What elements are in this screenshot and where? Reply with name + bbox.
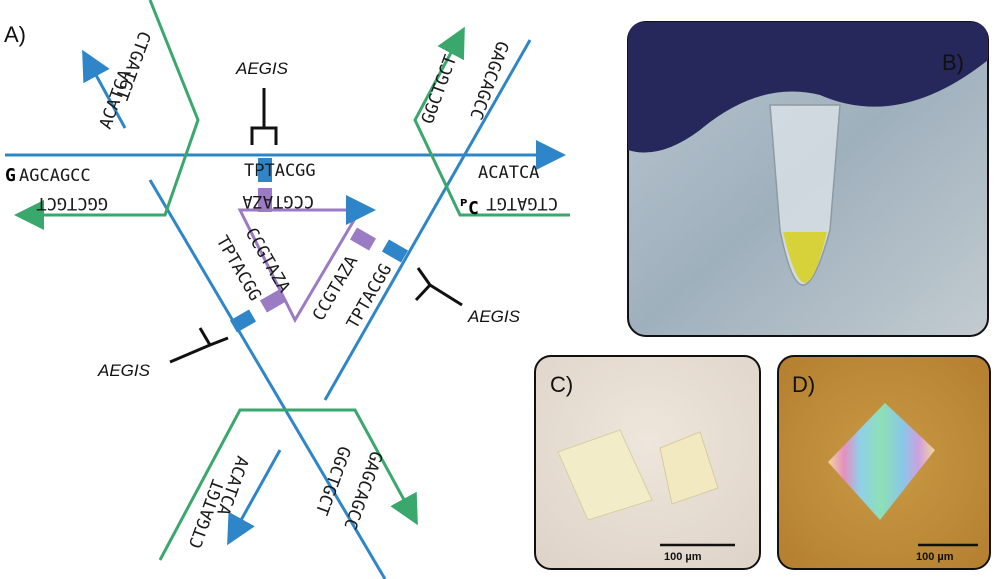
strand-right-green bbox=[413, 26, 570, 217]
seq-ul-2: CTGATGT bbox=[111, 28, 154, 102]
seq-top-left-g: G bbox=[5, 165, 16, 186]
strand-bl-blue bbox=[227, 449, 282, 546]
strand-right-blue bbox=[323, 39, 532, 401]
aegis-label-left: AEGIS bbox=[97, 361, 151, 380]
seq-ur-1: GGCTGCT bbox=[418, 53, 461, 127]
panel-d-photo bbox=[777, 355, 991, 570]
strand-ul-blue bbox=[82, 49, 127, 129]
crystal-2 bbox=[659, 431, 719, 505]
aegis-box-z-left bbox=[259, 289, 287, 313]
aegis-label-top: AEGIS bbox=[235, 59, 289, 78]
seq-top-mid: TPTACGG bbox=[244, 161, 316, 181]
aegis-box-p-left bbox=[229, 309, 257, 333]
scale-label-c: 100 µm bbox=[664, 551, 702, 563]
strand-bottom-green bbox=[158, 408, 418, 561]
aegis-box-p-right bbox=[381, 239, 409, 263]
panel-b-label: B) bbox=[942, 50, 964, 75]
strand-left-green bbox=[13, 0, 200, 230]
aegis-box-p-top bbox=[258, 158, 272, 182]
aegis-label-right: AEGIS bbox=[467, 307, 521, 326]
sup-p-1: P bbox=[460, 198, 467, 209]
inner-triangle bbox=[237, 208, 363, 324]
aegis-bracket-left bbox=[169, 327, 229, 364]
glove bbox=[628, 22, 988, 153]
seq-top-right-c: C bbox=[468, 198, 479, 219]
crystal-birefringent bbox=[828, 403, 935, 520]
strand-left-blue bbox=[148, 179, 387, 579]
tube-liquid bbox=[783, 232, 827, 283]
aegis-box-z-top bbox=[258, 188, 272, 212]
panel-b-photo bbox=[627, 21, 989, 337]
aegis-bracket-top bbox=[250, 88, 278, 145]
seq-top-mid-rev: CCGTAZA bbox=[242, 191, 314, 211]
seq-top-right-rev: CTGATGT bbox=[486, 193, 558, 213]
aegis-bracket-right bbox=[414, 267, 463, 307]
scale-label-d: 100 µm bbox=[916, 551, 954, 563]
panel-c-label: C) bbox=[550, 372, 573, 397]
panel-d-label: D) bbox=[792, 372, 815, 397]
seq-top-left-rev: GGCTGCT bbox=[36, 193, 108, 213]
panel-a-label: A) bbox=[4, 22, 26, 47]
panel-c-photo bbox=[534, 355, 761, 570]
seq-top-left: AGCAGCC bbox=[19, 166, 91, 186]
seq-ur-2: GAGCAGCC bbox=[465, 38, 512, 122]
seq-top-right: ACATCA bbox=[478, 163, 539, 183]
aegis-box-z-right bbox=[349, 227, 377, 251]
crystal-1 bbox=[557, 429, 653, 521]
